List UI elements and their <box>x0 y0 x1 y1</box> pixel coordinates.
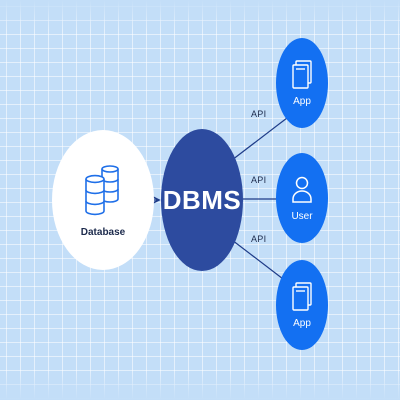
api-label-bottom: API <box>251 234 267 244</box>
app-document-icon <box>292 281 312 311</box>
app-label-top: App <box>293 95 311 107</box>
app-node-bottom: App <box>276 260 328 350</box>
app-node-top: App <box>276 38 328 128</box>
dbms-to-app-top-line <box>231 117 288 161</box>
api-label-top: API <box>251 109 267 119</box>
dbms-label: DBMS <box>162 184 242 215</box>
user-icon <box>292 176 312 203</box>
dbms-node: DBMS <box>161 129 243 271</box>
database-icon <box>85 164 119 215</box>
user-label: User <box>291 210 313 222</box>
database-label: Database <box>80 226 126 238</box>
app-document-icon <box>292 59 312 89</box>
dbms-to-app-bottom-line <box>231 239 288 283</box>
app-label-bottom: App <box>293 317 311 329</box>
user-node: User <box>276 153 328 243</box>
database-node: Database <box>52 130 154 270</box>
api-label-middle: API <box>251 175 267 185</box>
